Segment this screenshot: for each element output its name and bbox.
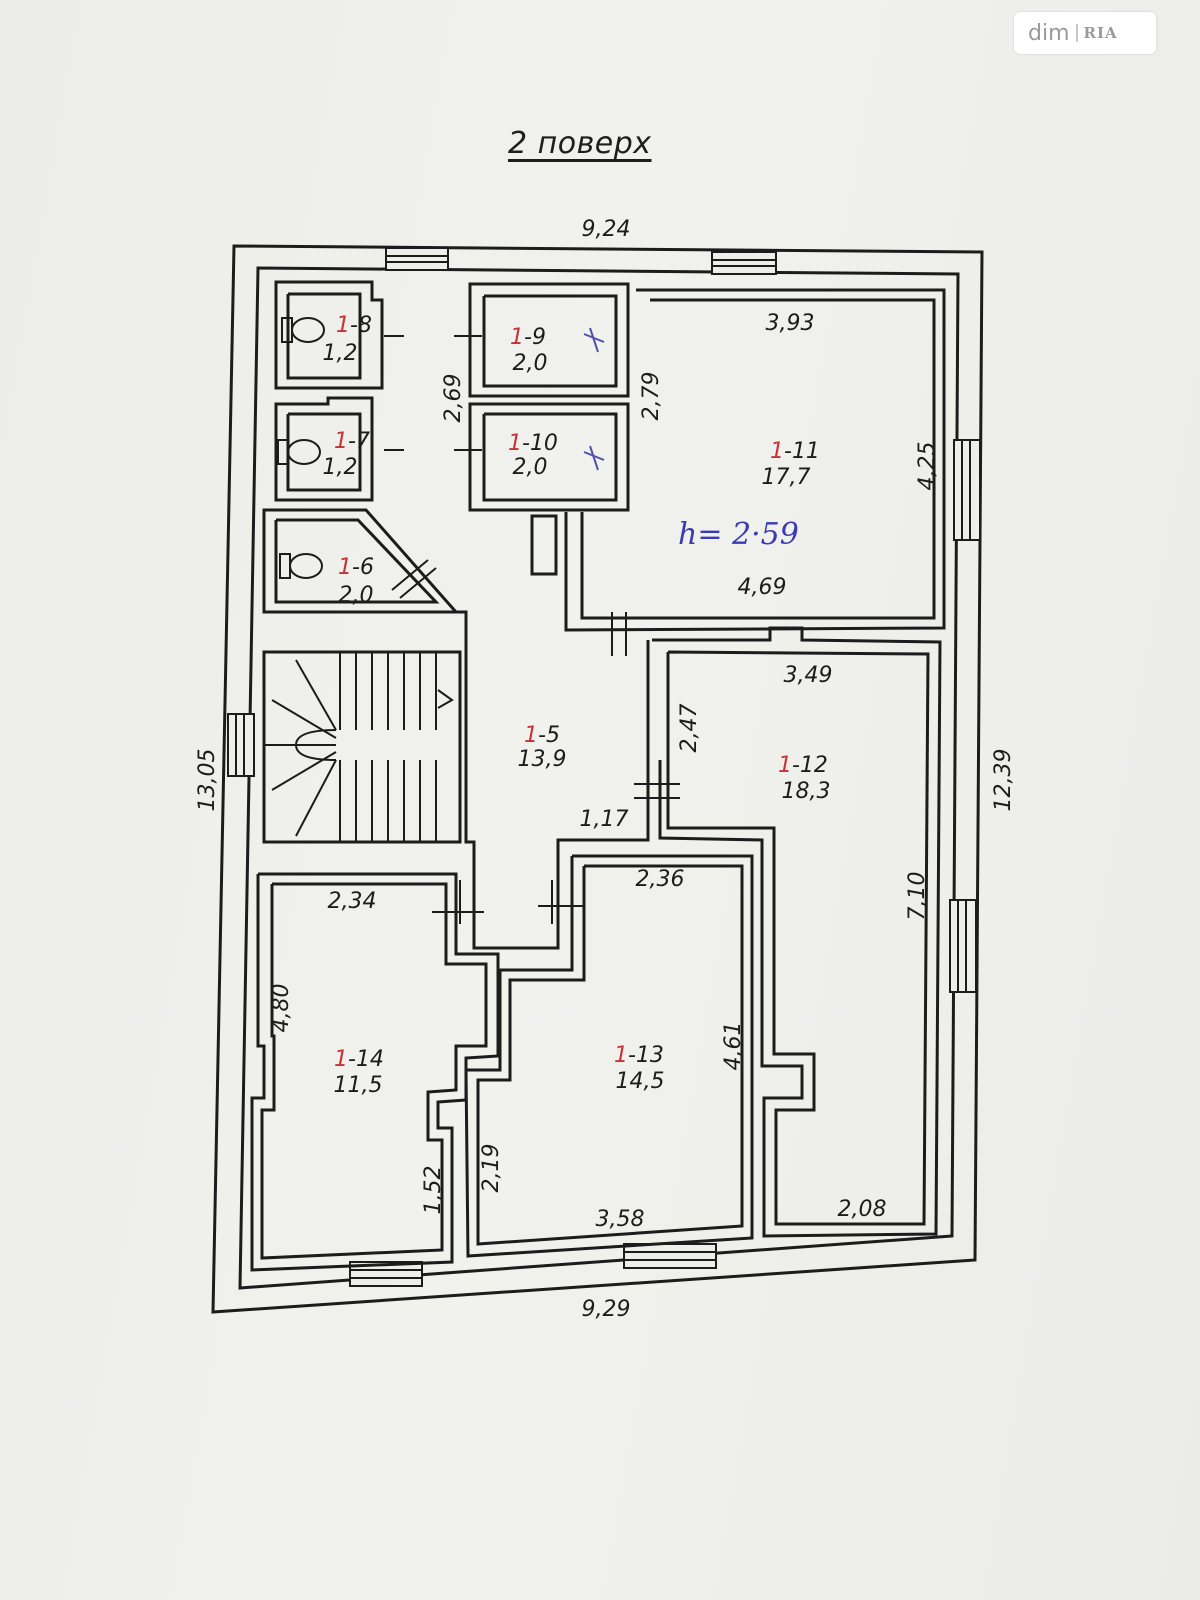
room-1-14-inner (260, 882, 488, 1260)
dim-left-height: 13,05 (195, 749, 220, 812)
outer-wall-inner (238, 266, 960, 1290)
room-label-1-6: 1-6 2,0 (338, 555, 374, 608)
window-top-left (385, 247, 449, 271)
window-right-upper (953, 439, 981, 541)
room-1-11-wall (564, 288, 946, 632)
floor-title: 2 поверх (508, 126, 652, 161)
svg-text:18,3: 18,3 (782, 779, 831, 804)
svg-text:1,2: 1,2 (323, 455, 358, 480)
room-label-1-8: 1-8 1,2 (323, 313, 372, 366)
svg-text:1-9: 1-9 (510, 325, 546, 350)
ceiling-height-note: h= 2·59 (678, 517, 799, 552)
dim-2-08: 2,08 (838, 1197, 887, 1222)
svg-text:2,0: 2,0 (513, 455, 548, 480)
door-marks (384, 335, 680, 924)
dimria-watermark: dim RIA (1014, 12, 1156, 54)
window-top-right (711, 251, 777, 275)
dim-7-10: 7,10 (905, 872, 930, 921)
dim-4-69: 4,69 (738, 575, 787, 600)
dim-4-61: 4,61 (721, 1022, 746, 1071)
room-label-1-7: 1-7 1,2 (323, 429, 370, 480)
window-left (227, 713, 255, 777)
dim-2-19: 2,19 (479, 1144, 504, 1193)
shaft (530, 514, 558, 576)
watermark-text: dim (1028, 20, 1070, 46)
room-1-9-wall (468, 282, 630, 398)
room-label-1-13: 1-13 14,5 (614, 1043, 664, 1094)
svg-text:1-8: 1-8 (336, 313, 372, 338)
dim-2-47: 2,47 (677, 704, 702, 753)
svg-text:1-6: 1-6 (338, 555, 374, 580)
svg-text:1-10: 1-10 (508, 431, 558, 456)
toilet-icon-1-7 (277, 439, 321, 465)
room-label-1-12: 1-12 18,3 (778, 753, 830, 804)
room-1-12-wall (652, 626, 942, 1238)
dim-right-height: 12,39 (991, 749, 1016, 812)
dim-2-79: 2,79 (639, 372, 664, 421)
svg-text:1,2: 1,2 (323, 341, 358, 366)
svg-text:1-11: 1-11 (770, 439, 820, 464)
dim-top-width: 9,24 (582, 217, 631, 242)
svg-text:1-14: 1-14 (334, 1047, 384, 1072)
room-1-10-inner (482, 412, 618, 502)
dim-3-58: 3,58 (596, 1207, 645, 1232)
dim-3-93: 3,93 (766, 311, 815, 336)
drain-icon-1-10 (583, 445, 605, 471)
dim-2-36: 2,36 (636, 867, 685, 892)
room-1-10-wall (468, 402, 630, 512)
dim-2-69: 2,69 (441, 374, 466, 423)
dim-3-49: 3,49 (784, 663, 833, 688)
window-bottom-middle (623, 1243, 717, 1269)
dim-2-34: 2,34 (328, 889, 377, 914)
dim-4-25: 4,25 (915, 442, 940, 491)
room-1-8-wall (274, 280, 384, 390)
room-1-9-inner (482, 294, 618, 388)
drain-icon-1-9 (583, 327, 605, 353)
window-right-lower (949, 899, 977, 993)
dim-1-17: 1,17 (580, 807, 629, 832)
svg-text:11,5: 11,5 (334, 1073, 383, 1098)
watermark-logo: RIA (1075, 24, 1118, 42)
room-1-14-wall (250, 872, 500, 1272)
room-1-12-inner (666, 650, 930, 1226)
room-label-1-5: 1-5 13,9 (518, 723, 567, 772)
toilet-icon-1-8 (281, 317, 325, 343)
room-1-11-inner (580, 298, 936, 620)
svg-text:1-7: 1-7 (334, 429, 370, 454)
svg-text:1-12: 1-12 (778, 753, 828, 778)
room-label-1-10: 1-10 2,0 (508, 431, 558, 480)
dim-1-52: 1,52 (421, 1166, 446, 1215)
room-1-13-inner (476, 864, 744, 1246)
room-label-1-14: 1-14 11,5 (334, 1047, 384, 1098)
outer-wall-outer (211, 244, 984, 1314)
svg-text:17,7: 17,7 (762, 465, 811, 490)
room-1-6-inner (274, 518, 440, 604)
room-label-1-11: 1-11 17,7 (762, 439, 820, 490)
dim-4-80: 4,80 (269, 984, 294, 1033)
svg-text:14,5: 14,5 (616, 1069, 665, 1094)
svg-text:2,0: 2,0 (513, 351, 548, 376)
svg-text:1-5: 1-5 (524, 723, 560, 748)
room-label-1-9: 1-9 2,0 (510, 325, 548, 376)
svg-text:13,9: 13,9 (518, 747, 567, 772)
stair-treads (264, 652, 454, 842)
toilet-icon-1-6 (279, 553, 323, 579)
svg-text:1-13: 1-13 (614, 1043, 664, 1068)
stair-outline (262, 650, 462, 844)
corridor-wall (456, 610, 650, 950)
svg-text:2,0: 2,0 (339, 583, 374, 608)
room-1-7-wall (274, 396, 374, 502)
dim-bottom-width: 9,29 (582, 1297, 631, 1322)
room-1-8-inner (286, 292, 362, 380)
